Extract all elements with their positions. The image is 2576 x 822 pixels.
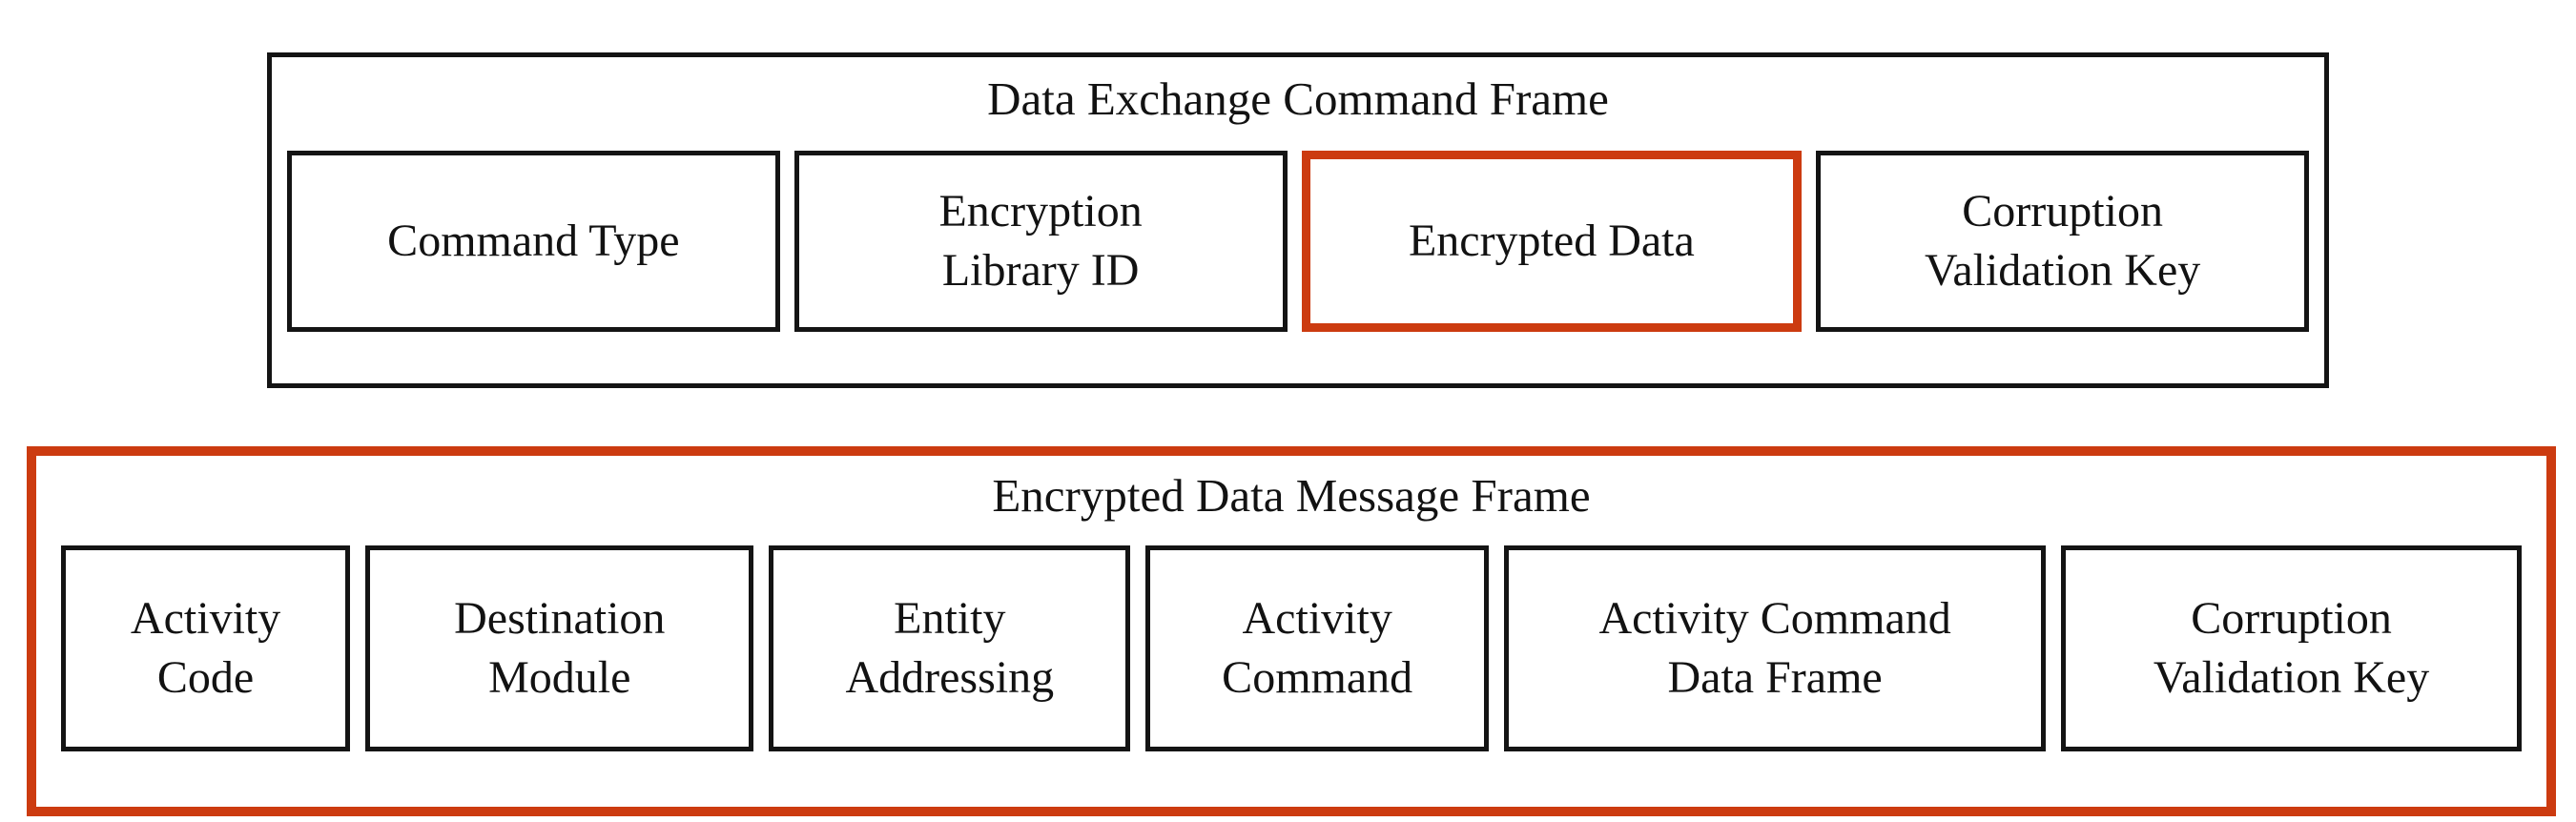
field-encrypted-data: Encrypted Data bbox=[1301, 151, 1803, 333]
message-frame-field-row: Activity Code Destination Module Entity … bbox=[36, 545, 2546, 752]
field-command-type: Command Type bbox=[287, 151, 780, 333]
field-encryption-library-id-label: Encryption Library ID bbox=[938, 185, 1143, 297]
field-destination-module: Destination Module bbox=[365, 545, 754, 752]
field-encrypted-data-label: Encrypted Data bbox=[1408, 216, 1695, 267]
field-corruption-validation-key: Corruption Validation Key bbox=[1816, 151, 2309, 333]
command-frame-title: Data Exchange Command Frame bbox=[987, 72, 1609, 125]
field-entity-addressing-label: Entity Addressing bbox=[845, 592, 1055, 704]
message-frame-title: Encrypted Data Message Frame bbox=[992, 469, 1591, 522]
field-activity-command: Activity Command bbox=[1145, 545, 1490, 752]
data-exchange-command-frame: Data Exchange Command Frame Command Type… bbox=[267, 52, 2329, 388]
field-activity-command-label: Activity Command bbox=[1222, 592, 1413, 704]
field-activity-command-data-frame-label: Activity Command Data Frame bbox=[1598, 592, 1951, 704]
field-message-corruption-validation-key-label: Corruption Validation Key bbox=[2153, 592, 2430, 704]
field-activity-code: Activity Code bbox=[61, 545, 351, 752]
field-command-type-label: Command Type bbox=[387, 216, 680, 267]
field-entity-addressing: Entity Addressing bbox=[769, 545, 1131, 752]
field-activity-code-label: Activity Code bbox=[130, 592, 281, 704]
encrypted-data-message-frame: Encrypted Data Message Frame Activity Co… bbox=[27, 446, 2556, 816]
field-message-corruption-validation-key: Corruption Validation Key bbox=[2061, 545, 2522, 752]
field-corruption-validation-key-label: Corruption Validation Key bbox=[1924, 185, 2201, 297]
field-encryption-library-id: Encryption Library ID bbox=[793, 151, 1288, 333]
field-destination-module-label: Destination Module bbox=[454, 592, 666, 704]
field-activity-command-data-frame: Activity Command Data Frame bbox=[1504, 545, 2047, 752]
command-frame-field-row: Command Type Encryption Library ID Encry… bbox=[272, 151, 2324, 333]
